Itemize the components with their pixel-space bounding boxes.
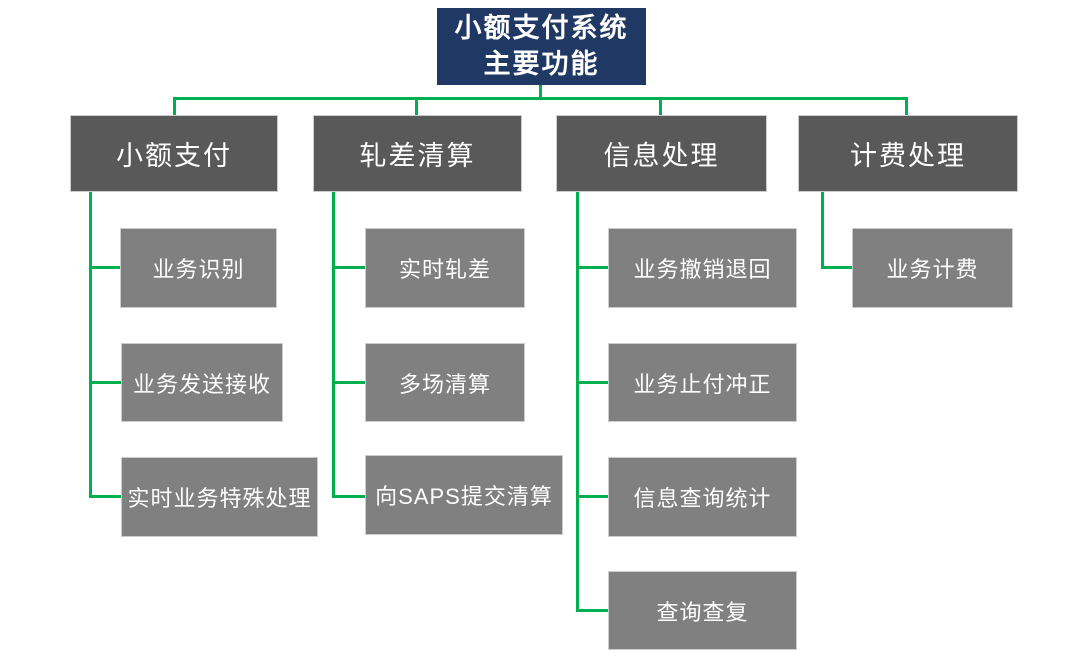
node-submit-clearing-to-saps: 向SAPS提交清算: [365, 455, 563, 535]
connector-branch-col2-r3: [332, 495, 365, 498]
connector-vert-col1: [89, 192, 92, 498]
root-node-title-line2: 主要功能: [483, 48, 600, 79]
connector-root-stub: [539, 85, 542, 100]
node-info-query-statistics: 信息查询统计: [608, 457, 797, 537]
node-business-stop-payment-reversal: 业务止付冲正: [608, 343, 797, 422]
node-business-send-receive: 业务发送接收: [121, 343, 283, 422]
node-billing-processing: 计费处理: [798, 115, 1018, 192]
connector-branch-col1-r1: [89, 266, 121, 269]
connector-branch-col3-r2: [576, 381, 608, 384]
node-realtime-netting: 实时轧差: [365, 228, 525, 308]
node-netting-clearing: 轧差清算: [313, 115, 522, 192]
connector-branch-col2-r1: [332, 266, 365, 269]
connector-vert-col4: [821, 192, 824, 269]
node-business-identification: 业务识别: [120, 228, 277, 308]
connector-stub-col1: [173, 97, 176, 115]
connector-branch-col1-r3: [89, 495, 122, 498]
node-query-reply: 查询查复: [608, 571, 797, 650]
connector-branch-col3-r3: [576, 495, 608, 498]
node-business-cancel-return: 业务撤销退回: [608, 228, 797, 308]
node-info-processing: 信息处理: [556, 115, 767, 192]
connector-vert-col3: [576, 192, 579, 612]
connector-vert-col2: [332, 192, 335, 498]
root-node-main-functions: 小额支付系统 主要功能: [437, 8, 646, 85]
connector-branch-col4-r1: [821, 266, 852, 269]
node-realtime-special-processing: 实时业务特殊处理: [121, 457, 318, 537]
root-node-title-line1: 小额支付系统: [454, 12, 629, 43]
node-business-billing: 业务计费: [852, 228, 1013, 308]
connector-stub-col2: [415, 97, 418, 115]
connector-branch-col3-r4: [576, 609, 608, 612]
connector-branch-col3-r1: [576, 266, 608, 269]
connector-branch-col2-r2: [332, 381, 365, 384]
connector-bus: [173, 97, 908, 100]
node-small-amount-payment: 小额支付: [70, 115, 278, 192]
connector-stub-col4: [905, 97, 908, 115]
connector-stub-col3: [659, 97, 662, 115]
node-multi-session-clearing: 多场清算: [365, 343, 525, 422]
connector-branch-col1-r2: [89, 381, 122, 384]
